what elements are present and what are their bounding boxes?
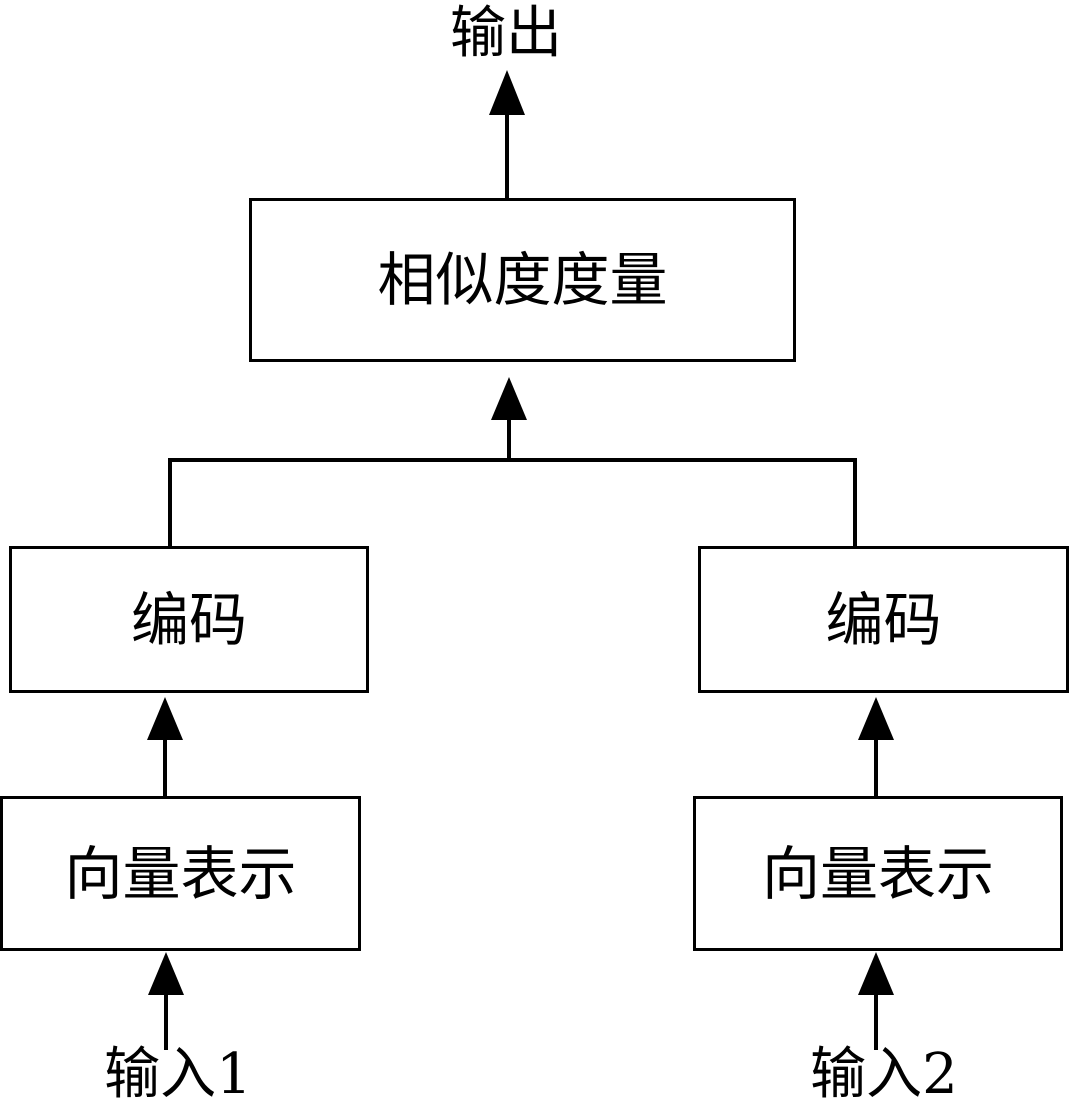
- left-encode-arrow: [147, 697, 183, 796]
- output-label: 输出: [450, 1, 562, 66]
- left-vector-box: 向量表示: [0, 796, 361, 951]
- left-input-label: 输入1: [104, 1042, 252, 1107]
- right-encode-label: 编码: [825, 585, 942, 654]
- left-encode-box: 编码: [9, 546, 369, 693]
- right-input-arrow: [858, 952, 894, 1050]
- right-vector-box: 向量表示: [693, 796, 1063, 951]
- merge-arrow: [491, 377, 527, 460]
- output-arrow: [489, 70, 525, 198]
- right-encode-box: 编码: [698, 546, 1069, 693]
- left-input-arrow: [148, 952, 184, 1050]
- similarity-box: 相似度度量: [249, 198, 796, 362]
- merge-bracket: [168, 458, 857, 547]
- right-encode-arrow: [858, 697, 894, 796]
- right-vector-label: 向量表示: [761, 839, 994, 908]
- left-vector-label: 向量表示: [64, 839, 297, 908]
- left-encode-label: 编码: [130, 585, 247, 654]
- similarity-label: 相似度度量: [377, 246, 668, 314]
- right-input-label: 输入2: [810, 1042, 958, 1107]
